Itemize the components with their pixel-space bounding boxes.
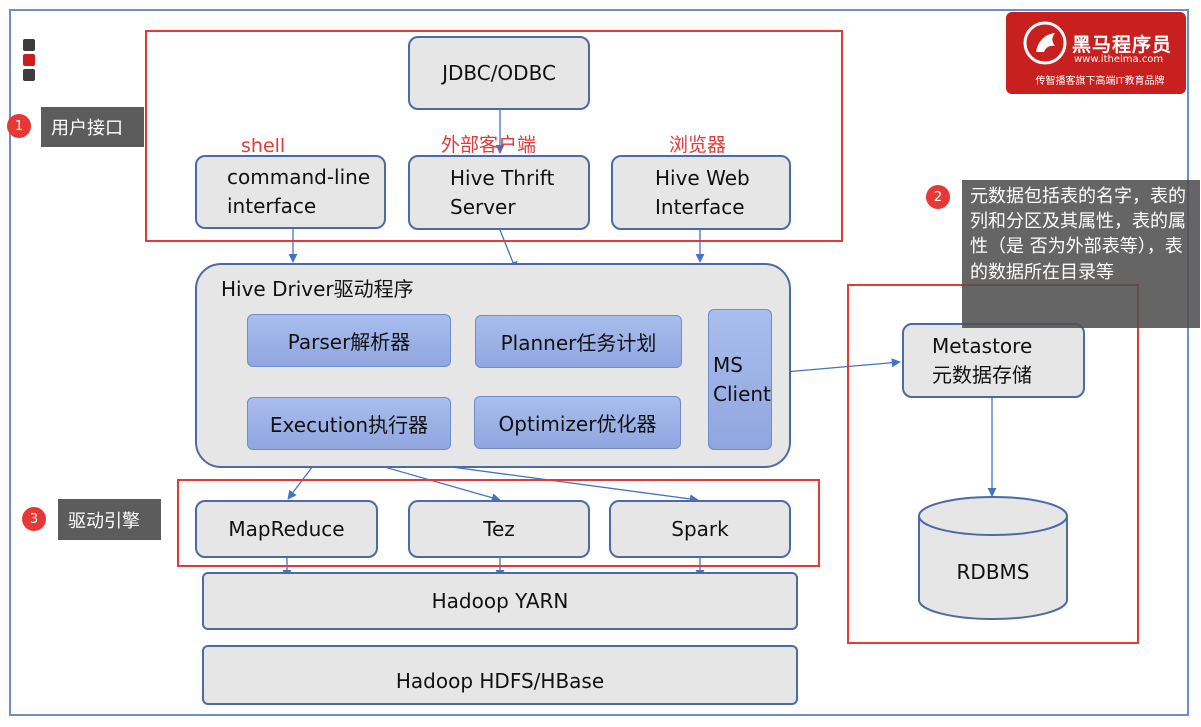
hadoop-yarn-label: Hadoop YARN bbox=[431, 588, 569, 613]
spark-label: Spark bbox=[671, 516, 729, 541]
annotation-1-tag: 用户接口 bbox=[41, 107, 144, 147]
annotation-3-tag: 驱动引擎 bbox=[58, 499, 161, 540]
jdbc-odbc-label: JDBC/ODBC bbox=[442, 60, 556, 85]
hive-driver-title: Hive Driver驱动程序 bbox=[221, 277, 414, 301]
external-client-label: 外部客户端 bbox=[441, 134, 537, 156]
cli-box: command-line interface bbox=[195, 155, 386, 229]
ms-client-label-1: MS bbox=[713, 352, 743, 377]
cli-label-2: interface bbox=[227, 194, 317, 218]
horse-logo-icon bbox=[1023, 21, 1067, 65]
mapreduce-label: MapReduce bbox=[228, 516, 345, 541]
hadoop-hdfs-label: Hadoop HDFS/HBase bbox=[395, 668, 605, 693]
user-interface-highlight bbox=[145, 30, 843, 242]
parser-box: Parser解析器 bbox=[247, 314, 451, 367]
annotation-3-badge: 3 bbox=[22, 507, 46, 531]
planner-label: Planner任务计划 bbox=[500, 331, 657, 355]
nav-square-3[interactable] bbox=[23, 69, 35, 81]
logo-name: 黑马程序员 bbox=[1072, 34, 1173, 56]
web-label-2: Interface bbox=[655, 194, 745, 219]
rdbms-cylinder bbox=[918, 496, 1068, 620]
annotation-2-badge: 2 bbox=[926, 185, 950, 209]
thrift-label-2: Server bbox=[450, 194, 516, 219]
jdbc-odbc-box: JDBC/ODBC bbox=[408, 36, 590, 110]
ms-client-label-2: Client bbox=[713, 381, 771, 406]
ms-client-box: MS Client bbox=[708, 309, 772, 450]
metastore-label-1: Metastore bbox=[932, 333, 1033, 358]
mapreduce-box: MapReduce bbox=[195, 500, 378, 558]
annotation-2-text: 元数据包括表的名字，表的列和分区及其属性，表的属性（是 否为外部表等），表的数据… bbox=[970, 186, 1186, 283]
arrow-msclient-metastore bbox=[772, 358, 901, 374]
metastore-box: Metastore 元数据存储 bbox=[902, 323, 1085, 398]
web-label-1: Hive Web bbox=[655, 165, 750, 190]
cli-label-1: command-line bbox=[227, 165, 371, 189]
browser-label: 浏览器 bbox=[669, 134, 727, 156]
hadoop-yarn-box: Hadoop YARN bbox=[202, 572, 798, 630]
thrift-label-1: Hive Thrift bbox=[450, 165, 555, 190]
diagram-frame bbox=[9, 9, 1189, 716]
rdbms-label: RDBMS bbox=[956, 560, 1030, 584]
itheima-logo: 黑马程序员 www.itheima.com 传智播客旗下高端IT教育品牌 bbox=[1006, 12, 1186, 94]
metastore-highlight bbox=[847, 284, 1139, 644]
annotation-3-text: 驱动引擎 bbox=[68, 510, 140, 532]
metastore-label-2: 元数据存储 bbox=[932, 362, 1032, 387]
optimizer-label: Optimizer优化器 bbox=[498, 412, 657, 436]
engine-highlight bbox=[177, 479, 820, 567]
hadoop-hdfs-box: Hadoop HDFS/HBase bbox=[202, 645, 798, 705]
logo-url: www.itheima.com bbox=[1074, 54, 1164, 65]
shell-label: shell bbox=[241, 135, 286, 157]
logo-slogan: 传智播客旗下高端IT教育品牌 bbox=[1035, 76, 1165, 87]
execution-box: Execution执行器 bbox=[247, 397, 451, 450]
annotation-2-note: 元数据包括表的名字，表的列和分区及其属性，表的属性（是 否为外部表等），表的数据… bbox=[962, 180, 1200, 328]
annotation-1-badge: 1 bbox=[7, 114, 31, 138]
nav-square-2[interactable] bbox=[23, 54, 35, 66]
optimizer-box: Optimizer优化器 bbox=[474, 396, 681, 449]
planner-box: Planner任务计划 bbox=[475, 315, 682, 368]
annotation-1-text: 用户接口 bbox=[51, 118, 123, 139]
spark-box: Spark bbox=[609, 500, 791, 558]
nav-square-1[interactable] bbox=[23, 39, 35, 51]
execution-label: Execution执行器 bbox=[269, 413, 429, 437]
tez-box: Tez bbox=[408, 500, 590, 558]
parser-label: Parser解析器 bbox=[287, 330, 411, 354]
tez-label: Tez bbox=[483, 516, 515, 541]
